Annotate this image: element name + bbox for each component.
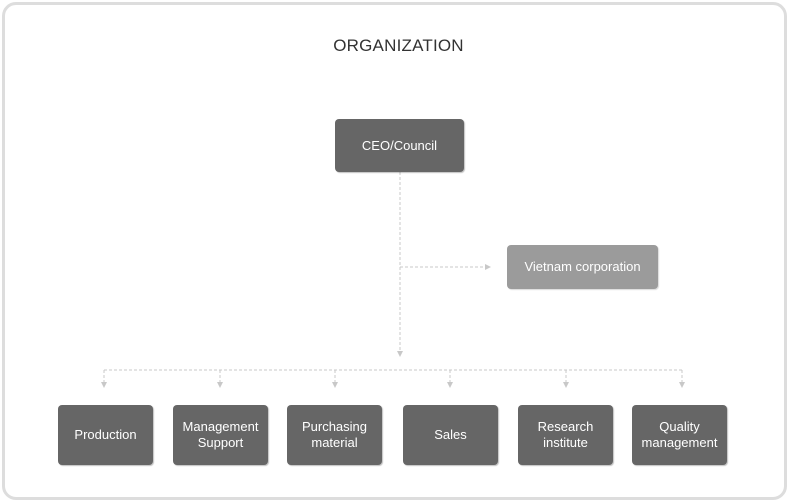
department-node-quality-management: Quality management <box>632 405 727 465</box>
department-label: Quality management <box>641 419 718 450</box>
department-node-production: Production <box>58 405 153 465</box>
department-node-purchasing-material: Purchasing material <box>287 405 382 465</box>
department-node-sales: Sales <box>403 405 498 465</box>
department-label: Sales <box>434 427 467 442</box>
ceo-council-label: CEO/Council <box>361 137 438 153</box>
department-label: Purchasing material <box>301 419 368 450</box>
ceo-council-node: CEO/Council <box>335 119 464 172</box>
chart-title: ORGANIZATION <box>333 36 464 55</box>
department-node-management-support: Management Support <box>173 405 268 465</box>
department-label: Research institute <box>537 419 594 450</box>
department-label: Production <box>74 427 137 442</box>
department-label: Management Support <box>182 419 259 450</box>
department-node-research-institute: Research institute <box>518 405 613 465</box>
vietnam-corporation-label: Vietnam corporation <box>524 259 641 274</box>
vietnam-corporation-node: Vietnam corporation <box>507 245 658 289</box>
